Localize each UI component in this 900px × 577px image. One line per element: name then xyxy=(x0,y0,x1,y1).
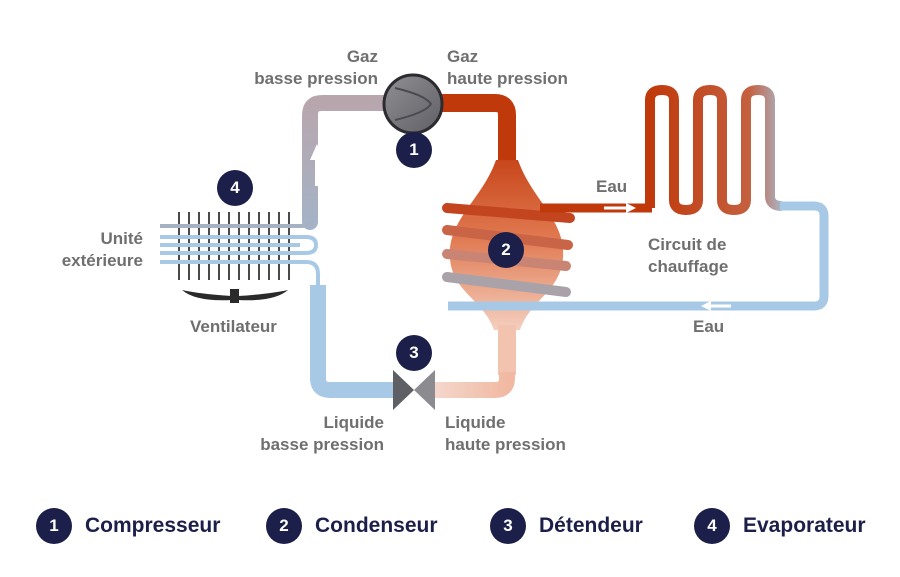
label-water-out: Eau xyxy=(596,177,628,196)
label-line: Liquide xyxy=(445,413,506,432)
legend-badge: 1 xyxy=(37,509,71,543)
legend-badge: 4 xyxy=(695,509,729,543)
legend-item-evaporator: 4 Evaporateur xyxy=(695,508,866,544)
compressor-icon xyxy=(382,73,444,135)
flow-arrow-up-icon xyxy=(310,144,324,186)
label-gas-low-pressure: Gaz basse pression xyxy=(230,46,378,90)
label-liquid-low-pressure: Liquide basse pression xyxy=(236,412,384,456)
label-line: haute pression xyxy=(445,435,566,454)
pipe-water-hot xyxy=(540,203,652,213)
badge-compressor: 1 xyxy=(397,133,431,167)
fan-icon xyxy=(182,289,288,303)
label-line: Liquide xyxy=(323,413,384,432)
legend-item-condenser: 2 Condenseur xyxy=(267,508,438,544)
badge-expansion-valve: 3 xyxy=(397,336,431,370)
legend-name: Compresseur xyxy=(85,514,221,537)
pipe-high-pressure-gas xyxy=(430,94,516,175)
label-heating-circuit: Circuit de chauffage xyxy=(648,234,728,278)
legend-badge: 2 xyxy=(267,509,301,543)
legend-name: Détendeur xyxy=(539,514,643,537)
label-line: basse pression xyxy=(260,435,384,454)
expansion-valve-icon xyxy=(393,370,435,410)
legend-name: Evaporateur xyxy=(743,514,866,537)
pipe-water-cold xyxy=(448,201,829,311)
label-line: Gaz xyxy=(346,47,378,66)
label-water-in: Eau xyxy=(693,317,725,336)
label-line: Circuit de xyxy=(648,235,727,254)
legend-name: Condenseur xyxy=(315,514,438,537)
pipe-liquid-high-pressure xyxy=(430,372,515,398)
legend-badge: 3 xyxy=(491,509,525,543)
badge-condenser: 2 xyxy=(489,233,523,267)
label-line: basse pression xyxy=(254,69,378,88)
label-outdoor-unit: Unité extérieure xyxy=(40,228,143,272)
label-line: Gaz xyxy=(447,47,479,66)
pipe-low-pressure-gas xyxy=(302,95,398,230)
heating-circuit-coil xyxy=(645,85,783,215)
label-line: Unité xyxy=(100,229,144,248)
badge-evaporator: 4 xyxy=(218,171,252,205)
label-gas-high-pressure: Gaz haute pression xyxy=(447,46,568,90)
evaporator-tubes xyxy=(160,219,320,290)
legend-item-expansion-valve: 3 Détendeur xyxy=(491,508,643,544)
label-line: haute pression xyxy=(447,69,568,88)
pipe-liquid-low-pressure xyxy=(310,285,398,398)
legend-item-compressor: 1 Compresseur xyxy=(37,508,220,544)
label-fan: Ventilateur xyxy=(190,317,277,336)
label-line: chauffage xyxy=(648,257,729,276)
label-line: extérieure xyxy=(61,251,143,270)
label-liquid-high-pressure: Liquide haute pression xyxy=(445,412,566,456)
